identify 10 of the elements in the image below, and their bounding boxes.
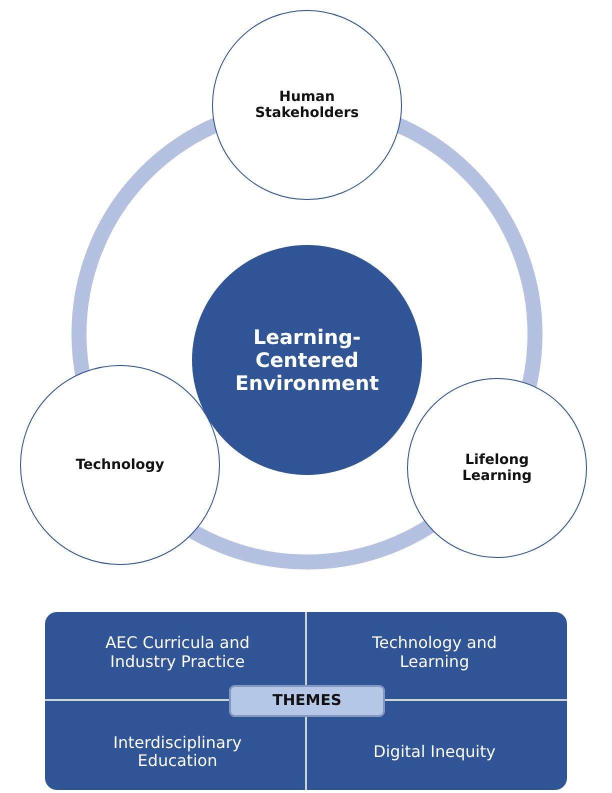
node-label: Lifelong Learning: [461, 452, 533, 484]
node-label: Human Stakeholders: [254, 88, 360, 122]
themes-badge: [229, 685, 385, 717]
node-label: Technology: [76, 456, 164, 474]
theme-label: Digital Inequity: [373, 742, 496, 762]
theme-label: AEC Curricula and Industry Practice: [104, 634, 251, 671]
node-label: THEMES: [272, 692, 342, 710]
theme-label: Technology and Learning: [371, 634, 498, 671]
theme-label: Interdisciplinary Education: [112, 734, 243, 770]
node-label: Learning-Centered Environment: [234, 326, 380, 394]
